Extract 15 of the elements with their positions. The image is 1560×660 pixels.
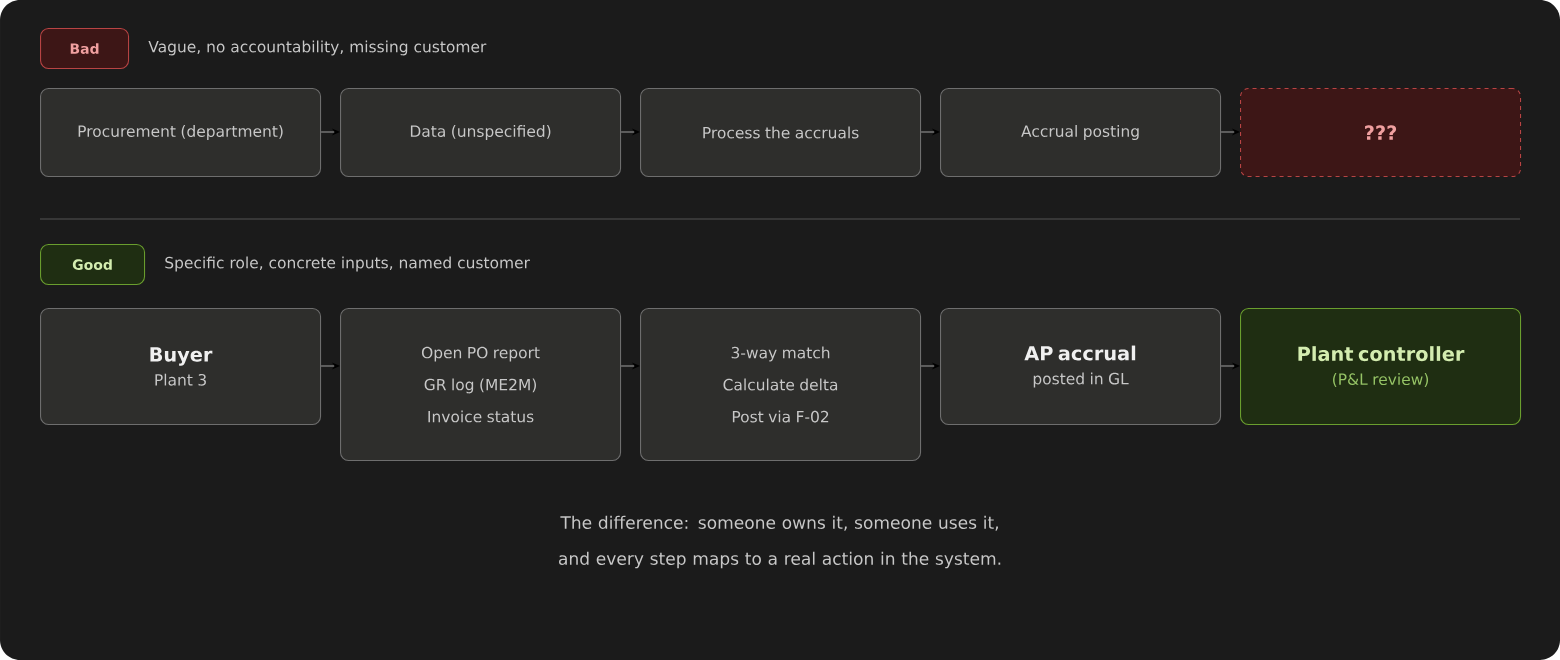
- process-box: Open PO report GR log (ME2M) Invoice status: [340, 308, 622, 462]
- caption-text: The difference: someone owns it, someone uses it, and every step maps to a real action in the system.: [559, 515, 1001, 569]
- badge-description: Specific role, concrete inputs, named customer: [165, 256, 530, 272]
- label-badge: Good: [40, 244, 146, 286]
- process-box: Procurement (department): [40, 88, 322, 178]
- process-box: AP accrual posted in GL: [940, 308, 1222, 426]
- process-box: ???: [1240, 88, 1522, 178]
- badge-description: Vague, no accountability, missing customer: [148, 40, 487, 56]
- process-box: Process the accruals: [640, 88, 922, 178]
- process-box: Accrual posting: [940, 88, 1222, 178]
- process-box: Buyer Plant 3: [40, 308, 322, 426]
- process-box: Data (unspecified): [340, 88, 622, 178]
- process-box: 3-way match Calculate delta Post via F-02: [640, 308, 922, 462]
- process-box: Plant controller (P&L review): [1240, 308, 1522, 426]
- label-badge: Bad: [40, 28, 130, 70]
